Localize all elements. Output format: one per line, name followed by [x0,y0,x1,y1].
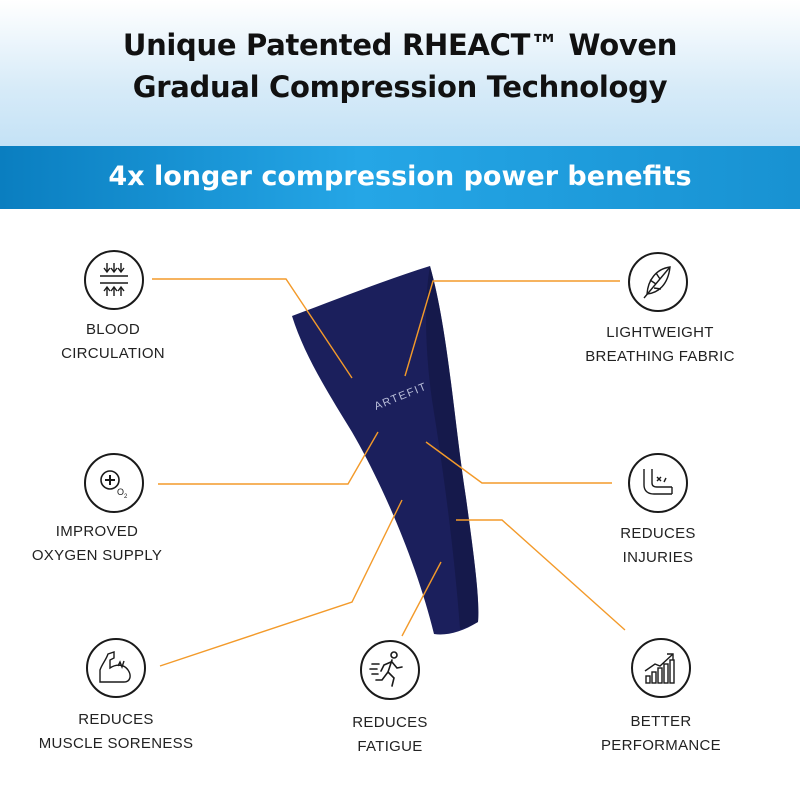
performance-chart-icon [631,638,691,698]
sleeve-shading [426,266,479,629]
banner-subtitle: 4x longer compression power benefits [108,161,692,192]
blood-circulation-icon [84,250,144,310]
connector-fatigue [401,561,442,637]
feature-label-injuries: REDUCES INJURIES [620,525,696,566]
injury-arm-icon [628,453,688,513]
svg-text:2: 2 [124,494,128,500]
feature-label-muscle-soreness: REDUCES MUSCLE SORENESS [38,711,194,752]
connector-injuries [425,441,612,484]
connector-blood-circulation [152,278,353,379]
connector-performance [456,519,626,631]
connector-lightweight [404,280,620,377]
title-line-1: Unique Patented RHEACT™ Woven [122,28,678,62]
page-title: Unique Patented RHEACT™ Woven Gradual Co… [0,24,800,108]
running-man-icon [360,640,420,700]
connector-muscle-soreness [159,499,403,667]
benefits-banner: 4x longer compression power benefits [0,146,800,209]
muscle-arm-icon [86,638,146,698]
title-line-2: Gradual Compression Technology [132,70,668,104]
feature-label-blood-circulation: BLOOD CIRCULATION [61,321,165,362]
feature-label-fatigue: REDUCES FATIGUE [352,714,428,755]
connector-oxygen [158,431,379,485]
svg-text:O: O [117,487,124,497]
feature-label-performance: BETTER PERFORMANCE [601,713,721,754]
feature-label-oxygen: IMPROVED OXYGEN SUPPLY [31,523,163,564]
feature-label-lightweight: LIGHTWEIGHT BREATHING FABRIC [585,324,735,365]
header-band: Unique Patented RHEACT™ Woven Gradual Co… [0,0,800,146]
feather-icon [628,252,688,312]
connector-lines [152,278,626,667]
oxygen-icon: O 2 [84,453,144,513]
